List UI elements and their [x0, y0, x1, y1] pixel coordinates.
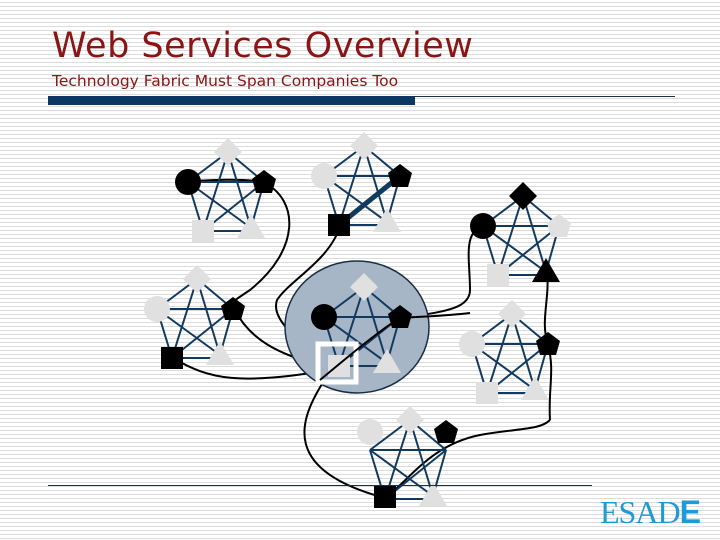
network-top-center — [311, 132, 412, 236]
network-top-right — [470, 182, 571, 286]
logo-text-last: E — [679, 494, 701, 530]
footer-rule — [48, 485, 592, 486]
network-top-left — [175, 138, 276, 242]
slide-subtitle: Technology Fabric Must Span Companies To… — [52, 72, 399, 90]
slide-title: Web Services Overview — [52, 26, 474, 66]
focus-square — [315, 341, 359, 385]
network-middle-left — [144, 265, 245, 369]
network-center-hub — [284, 260, 471, 394]
title-accent-bar — [48, 96, 415, 105]
logo-text: ESAD — [600, 494, 681, 530]
esade-logo: ESADE — [600, 494, 701, 531]
network-bottom-center — [357, 406, 458, 508]
title-rule — [415, 96, 675, 97]
